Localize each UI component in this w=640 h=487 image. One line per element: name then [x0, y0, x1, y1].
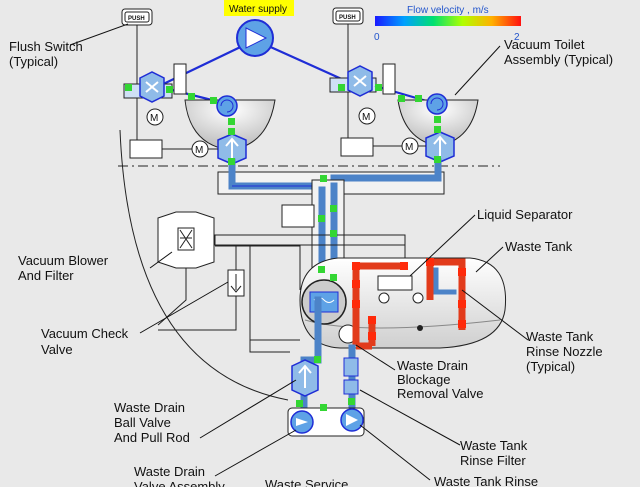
waste-drain-ball-valve: [291, 359, 319, 397]
label-drain-blockage-1: Waste Drain: [397, 358, 468, 373]
junction-box: [281, 204, 315, 228]
water-supply-label: Water supply: [229, 4, 287, 15]
label-flush-switch-1: Flush Switch: [9, 39, 83, 54]
label-drain-ball-3: And Pull Rod: [114, 430, 190, 445]
label-flush-switch-2: (Typical): [9, 54, 58, 69]
flush-switch-right[interactable]: PUSH: [332, 7, 364, 25]
vacuum-blower: [157, 211, 215, 269]
left-rinse-valve: [139, 71, 165, 103]
label-waste-tank: Waste Tank: [505, 239, 573, 254]
flow-velocity-min: 0: [374, 32, 380, 43]
hot-flow-nodes: [352, 258, 466, 340]
flow-velocity-colorbar: [375, 16, 521, 26]
left-rinse-nozzle: [216, 95, 238, 117]
motor-icon-right: [358, 107, 376, 125]
flow-velocity-max: 2: [514, 32, 520, 43]
label-rinse-filter-1: Waste Tank: [460, 438, 528, 453]
label-vacuum-blower-2: And Filter: [18, 268, 74, 283]
svg-text:M: M: [195, 145, 203, 156]
waste-tank-rinse-filter: [343, 379, 359, 395]
liquid-separator: [301, 279, 347, 325]
label-vacuum-check-1: Vacuum Check: [41, 326, 129, 341]
label-drain-ball-2: Ball Valve: [114, 415, 171, 430]
label-vacuum-toilet-2: Assembly (Typical): [504, 52, 613, 67]
label-drain-blockage-2: Blockage: [397, 372, 450, 387]
label-waste-service: Waste Service: [265, 477, 348, 487]
label-drain-blockage-3: Removal Valve: [397, 386, 483, 401]
label-liquid-separator: Liquid Separator: [477, 207, 573, 222]
leader-lines: [69, 23, 529, 481]
label-tank-rinse: Waste Tank Rinse: [434, 474, 538, 487]
label-drain-valve-assembly-2: Valve Assembly: [134, 479, 225, 487]
motor-icon-left: [146, 108, 164, 126]
right-rinse-valve: [347, 65, 373, 97]
right-flush-control: [340, 137, 374, 157]
svg-text:M: M: [362, 112, 370, 123]
label-vacuum-check-2: Valve: [41, 342, 73, 357]
left-flush-control: [129, 139, 163, 159]
label-rinse-nozzle-2: Rinse Nozzle: [526, 344, 603, 359]
label-drain-valve-assembly-1: Waste Drain: [134, 464, 205, 479]
svg-text:M: M: [405, 142, 413, 153]
label-vacuum-toilet-1: Vacuum Toilet: [504, 37, 585, 52]
flush-switch-left[interactable]: PUSH: [121, 8, 153, 26]
right-rinse-nozzle: [426, 93, 448, 115]
drain-blockage-removal-valve: [343, 357, 359, 377]
svg-text:M: M: [150, 113, 158, 124]
water-supply-badge: [224, 0, 294, 16]
label-vacuum-blower-1: Vacuum Blower: [18, 253, 109, 268]
flow-nodes: [125, 84, 441, 411]
flow-velocity-title: Flow velocity , m/s: [407, 5, 489, 16]
label-rinse-nozzle-3: (Typical): [526, 359, 575, 374]
push-label-right: PUSH: [339, 15, 356, 21]
push-label-left: PUSH: [128, 16, 145, 22]
water-supply-pump: [236, 19, 274, 57]
label-rinse-filter-2: Rinse Filter: [460, 453, 526, 468]
label-rinse-nozzle-1: Waste Tank: [526, 329, 594, 344]
label-drain-ball-1: Waste Drain: [114, 400, 185, 415]
